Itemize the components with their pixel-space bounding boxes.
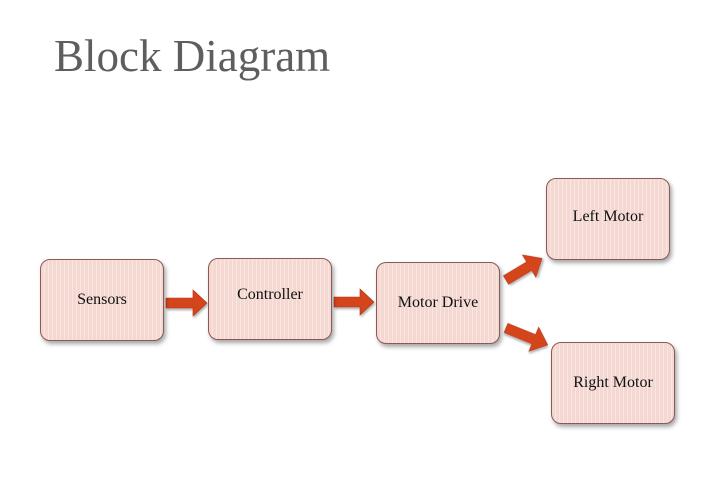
node-left-motor-label: Left Motor xyxy=(572,208,644,225)
slide-title: Block Diagram xyxy=(54,31,331,81)
arrow-controller-to-motor-drive xyxy=(333,288,375,316)
node-motor-drive-label: Motor Drive xyxy=(397,294,479,311)
node-sensors-label: Sensors xyxy=(77,291,127,308)
arrow-sensors-to-controller xyxy=(165,289,208,317)
node-sensors: Sensors xyxy=(40,259,164,341)
arrow-motor-drive-to-right-motor xyxy=(503,322,549,352)
node-controller-label: Controller xyxy=(237,286,303,303)
node-motor-drive: Motor Drive xyxy=(376,262,500,344)
arrow-motor-drive-to-left-motor xyxy=(503,254,543,285)
node-right-motor: Right Motor xyxy=(551,342,675,424)
node-left-motor: Left Motor xyxy=(546,178,670,260)
node-controller: Controller xyxy=(208,258,332,340)
node-right-motor-label: Right Motor xyxy=(573,374,653,391)
